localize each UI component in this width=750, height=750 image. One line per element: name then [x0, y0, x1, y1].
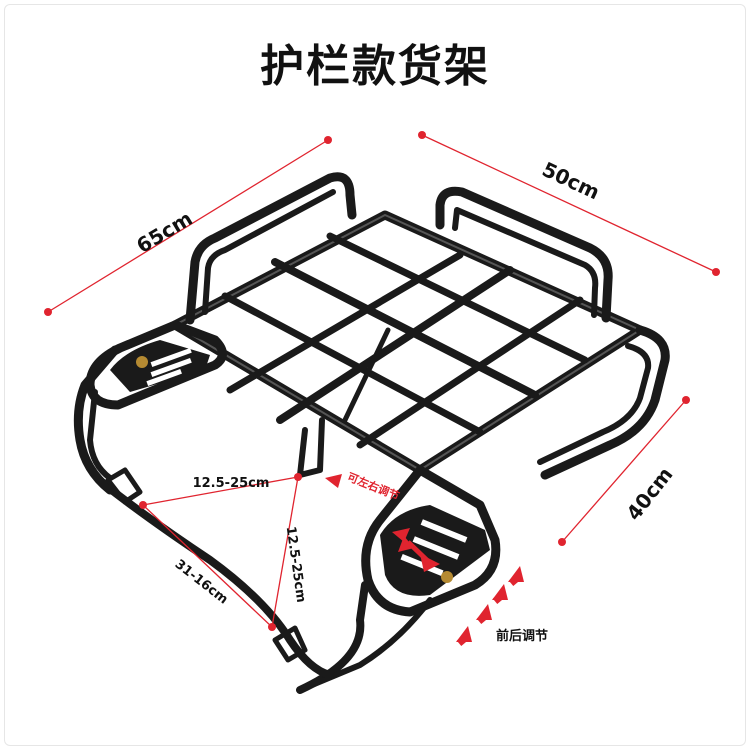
- width-label: 50cm: [538, 157, 603, 204]
- dimension-endpoints: [44, 131, 720, 631]
- bolt-icon: [136, 356, 148, 368]
- page-title: 护栏款货架: [260, 41, 490, 92]
- left-right-arrow-icon: [325, 474, 440, 572]
- front-back-adjust-label: 前后调节: [496, 628, 548, 644]
- front-back-arrow-icon: [456, 566, 524, 646]
- dimension-lines: [47, 134, 717, 628]
- length-label: 65cm: [132, 206, 196, 258]
- depth-label: 40cm: [621, 462, 677, 524]
- bolt-icon: [441, 571, 453, 583]
- rack-frame: [73, 172, 670, 694]
- left-foot-plate: [110, 340, 210, 392]
- left-right-adjust-label: 可左右调节: [345, 469, 401, 503]
- mount-top-span-label: 12.5-25cm: [193, 476, 270, 491]
- right-foot-plate: [380, 505, 490, 596]
- mount-side-span-label: 12.5-25cm: [283, 525, 309, 603]
